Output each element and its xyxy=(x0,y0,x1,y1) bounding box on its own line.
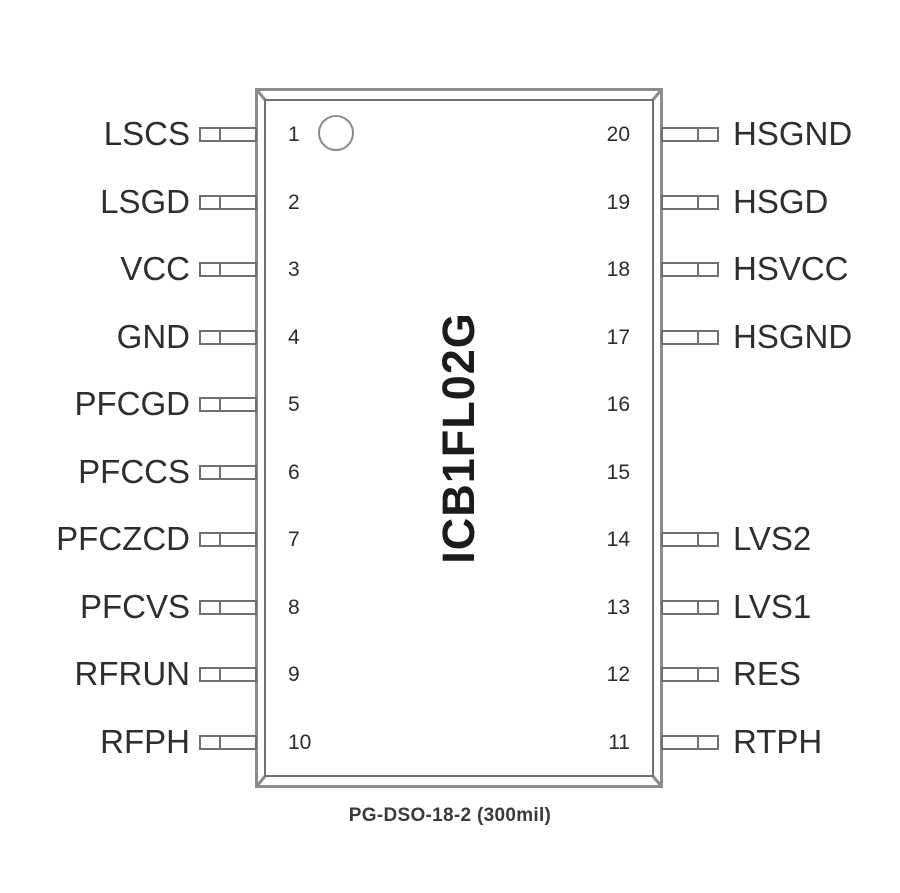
lead-divider xyxy=(697,264,699,275)
pin-number-8: 8 xyxy=(288,595,300,619)
pin-label-11: RTPH xyxy=(733,722,823,760)
pin-number-20: 20 xyxy=(606,123,630,146)
lead-divider xyxy=(697,736,699,748)
pin-label-20: HSGND xyxy=(733,115,853,152)
pin-label-4: GND xyxy=(116,317,190,355)
pin-label-9: RFRUN xyxy=(74,655,190,692)
lead-divider xyxy=(219,399,221,410)
pin-lead-13 xyxy=(661,599,719,615)
lead-divider xyxy=(219,466,221,478)
pin-lead-19 xyxy=(661,194,719,210)
pin-number-18: 18 xyxy=(606,258,630,281)
pin-lead-5 xyxy=(199,397,257,412)
lead-divider xyxy=(697,534,699,545)
pin-lead-18 xyxy=(661,262,719,277)
lead-divider xyxy=(219,601,221,613)
pin-lead-6 xyxy=(199,464,257,480)
pin-number-9: 9 xyxy=(288,663,300,686)
pin-number-14: 14 xyxy=(606,528,630,551)
lead-divider xyxy=(219,264,221,275)
pin-number-3: 3 xyxy=(288,258,300,281)
lead-divider xyxy=(697,196,699,208)
pin-label-5: PFCGD xyxy=(74,385,191,422)
pin-lead-11 xyxy=(661,734,719,750)
pin-lead-8 xyxy=(199,599,257,615)
pin-number-11: 11 xyxy=(608,730,630,754)
pin-number-1: 1 xyxy=(288,123,300,146)
pin-1-indicator-icon xyxy=(318,115,354,151)
pin-number-2: 2 xyxy=(288,190,300,214)
pin-label-17: HSGND xyxy=(733,317,853,355)
pin-lead-2 xyxy=(199,194,257,210)
pin-number-7: 7 xyxy=(288,528,300,551)
pin-label-10: RFPH xyxy=(100,722,190,760)
pin-label-8: PFCVS xyxy=(79,587,190,625)
lead-divider xyxy=(697,331,699,343)
pin-lead-4 xyxy=(199,329,257,345)
pin-label-13: LVS1 xyxy=(733,587,812,625)
pin-lead-1 xyxy=(199,127,257,142)
pin-number-16: 16 xyxy=(606,393,630,416)
lead-divider xyxy=(697,601,699,613)
pin-lead-10 xyxy=(199,734,257,750)
pin-lead-7 xyxy=(199,532,257,547)
pin-number-13: 13 xyxy=(606,595,630,619)
pin-label-12: RES xyxy=(733,655,801,692)
package-caption: PG-DSO-18-2 (300mil) xyxy=(348,805,552,826)
pin-label-6: PFCCS xyxy=(78,452,190,490)
pin-lead-14 xyxy=(661,532,719,547)
pin-number-12: 12 xyxy=(606,663,630,686)
pin-label-19: HSGD xyxy=(733,182,829,220)
lead-divider xyxy=(219,331,221,343)
pin-number-5: 5 xyxy=(288,393,300,416)
pin-label-3: VCC xyxy=(120,250,190,287)
pin-lead-9 xyxy=(199,667,257,682)
pin-number-6: 6 xyxy=(288,460,300,484)
pin-number-15: 15 xyxy=(606,460,630,484)
lead-divider xyxy=(219,196,221,208)
pin-number-10: 10 xyxy=(288,730,312,754)
lead-divider xyxy=(219,669,221,680)
package-top-face xyxy=(264,99,654,777)
lead-divider xyxy=(697,129,699,140)
pin-number-17: 17 xyxy=(606,325,630,349)
pin-lead-20 xyxy=(661,127,719,142)
lead-divider xyxy=(219,129,221,140)
lead-divider xyxy=(219,534,221,545)
pin-label-18: HSVCC xyxy=(733,250,849,287)
pin-lead-17 xyxy=(661,329,719,345)
pin-lead-12 xyxy=(661,667,719,682)
pin-label-7: PFCZCD xyxy=(56,520,190,557)
pin-label-2: LSGD xyxy=(100,182,190,220)
pin-label-14: LVS2 xyxy=(733,520,812,557)
pin-number-4: 4 xyxy=(288,325,300,349)
pin-label-1: LSCS xyxy=(103,115,190,152)
pin-lead-3 xyxy=(199,262,257,277)
pin-number-19: 19 xyxy=(606,190,630,214)
lead-divider xyxy=(697,669,699,680)
lead-divider xyxy=(219,736,221,748)
package-body: ICB1FL02G xyxy=(255,88,663,788)
